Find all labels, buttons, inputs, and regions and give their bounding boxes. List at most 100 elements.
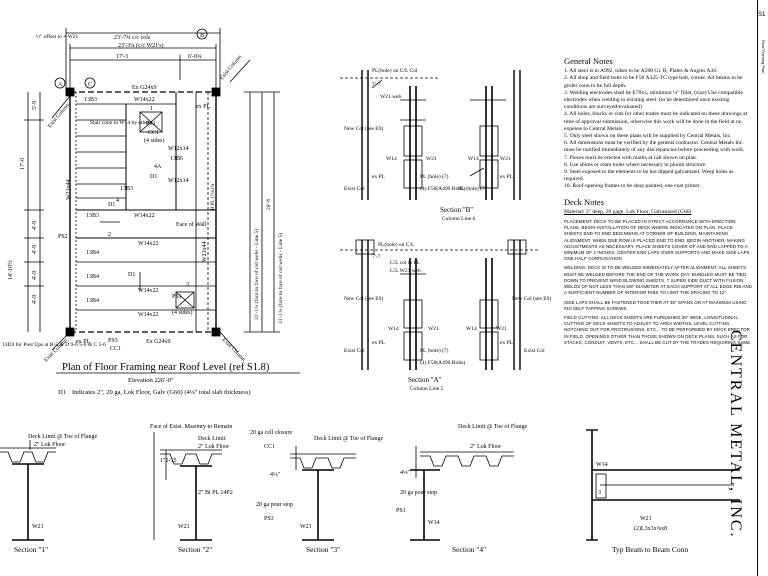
general-note-item: 1. All steel is to A992, tubes to be A50… xyxy=(564,68,718,75)
dim-w21: 23'-3¼ (c/c W21's) xyxy=(118,42,164,49)
general-note-item: 4. All holes, blocks or cuts for other t… xyxy=(564,111,748,132)
section-mark-3: 3 xyxy=(186,282,189,288)
face-of-wall: Face of Wall xyxy=(176,221,207,228)
section-b-note: W21 xyxy=(426,156,437,162)
dim-offset: ½" offset to ≡ W21 xyxy=(36,33,79,40)
stair-note: Stair conn to W14 by others xyxy=(90,120,152,126)
beam-w14-4: W14x22 xyxy=(138,288,159,294)
four-sides-note-2: (4 sides) xyxy=(172,309,193,316)
section-b-note: W21 web xyxy=(380,94,401,100)
section-b-note: (4) F50(A490 Bolts) xyxy=(420,185,465,192)
beam-top: Ex G24x9 xyxy=(132,85,157,91)
sheet-job: Roof Framing Plan xyxy=(761,40,766,74)
beam-13b4: 13B4 xyxy=(86,250,99,256)
section-mark-1: 1 xyxy=(150,106,153,112)
general-note-item: 2. All shop and field bolts to be F50 A3… xyxy=(564,75,743,89)
section-5-note: W21 xyxy=(640,516,652,522)
dim-right: 6'-0¼ xyxy=(188,54,202,60)
section-4-note: W14 xyxy=(428,520,440,526)
general-note-item: 9. Steel exposed to the elements to be h… xyxy=(564,169,734,183)
section-3-note: 4⅛" xyxy=(270,472,281,478)
section-a-note: PL (hole) (7) xyxy=(420,347,449,354)
section-3-note: 20 ga pour stop xyxy=(256,502,293,508)
pour-stop-ps1-b: PS1 xyxy=(172,294,182,300)
section-b-note: PL (hole) (7) xyxy=(458,185,487,192)
beam-w21-right: W21x44 xyxy=(202,241,208,262)
section-a-note: W21 xyxy=(428,326,439,332)
beam-13b4-c: 13B4 xyxy=(86,298,99,304)
deck-notes-title: Deck Notes xyxy=(564,196,604,207)
section-3-note: W21 xyxy=(300,524,312,530)
section-b-note: PL(hole) on C/L Col xyxy=(372,67,418,74)
beam-w14-2: W14x22 xyxy=(134,213,155,219)
sheet-number: S1 xyxy=(758,12,766,18)
beam-w21-left: W21x44 xyxy=(66,179,72,200)
grid-c: C xyxy=(88,82,92,88)
section-a-note: W14 xyxy=(466,326,477,332)
general-note-item: 7. Pieces must be erected with marks at … xyxy=(564,154,698,161)
legend-tag: D1 xyxy=(58,389,66,396)
grid-b: B xyxy=(200,33,204,39)
dim-v6: 17'-0 xyxy=(20,158,26,170)
section-1-note: Deck Limit @ Toe of Flange xyxy=(28,433,97,440)
section-b-detail xyxy=(340,70,521,200)
section-2-note: 1"2-15 xyxy=(160,458,176,464)
exist-column-4: Exist Column xyxy=(221,337,247,363)
section-b-note: W14 xyxy=(386,156,397,162)
section-4-note: Deck Limit @ Toe of Flange xyxy=(458,423,527,430)
deck-note-placement: PLACEMENT: DECK TO BE PLACED IN STRICT A… xyxy=(564,219,750,262)
beam-bot: Ex G24x9 xyxy=(146,339,171,345)
section-b-note: ex PL xyxy=(372,174,386,180)
section-a-note: W14 xyxy=(388,326,399,332)
deck-material: Material: 2" deep, 20 gage, Lok Floor, G… xyxy=(564,208,692,215)
section-5-note: (2)L3x3x⅜x8 xyxy=(634,525,667,532)
general-note-item: 6. All dimensions must be verified by th… xyxy=(564,140,745,154)
exist-plate-2: ex PL xyxy=(196,104,211,110)
beam-w12-b: W12x14 xyxy=(168,178,189,184)
beam-w14-3: W14x22 xyxy=(138,241,159,247)
section-mark-2: 2 xyxy=(108,232,111,238)
general-note-item: 5. Only steel shown on these plans will … xyxy=(564,133,732,140)
section-2-note: 2" Lok Floor xyxy=(198,444,229,450)
dim-right-v1: 31'-1¾ (face to face of col webs - Line … xyxy=(253,229,260,320)
section-b-note: W21 xyxy=(500,156,511,162)
section-2-title: Section "2" xyxy=(178,545,212,554)
floor-framing-plan xyxy=(24,28,300,374)
dim-v1: 5'-9 xyxy=(32,101,38,110)
section-2-note: Face of Exist. Masonry to Remain xyxy=(150,423,232,430)
section-5-title: Typ Beam to Beam Conn xyxy=(612,545,688,554)
section-b-note: Exist Col xyxy=(344,186,365,192)
section-5-note: W14 xyxy=(596,462,608,468)
general-notes-list: 1. All steel is to A992, tubes to be A50… xyxy=(564,68,752,190)
general-note-item: 10. Roof opening frames to be shop paint… xyxy=(564,183,701,190)
section-b-title: Section "B" xyxy=(440,206,473,214)
dim-v4: 4'-9 xyxy=(32,271,38,280)
four-sides-note: (4 sides) xyxy=(144,137,165,144)
exist-plate: ex PL xyxy=(76,339,91,345)
section-a-note: 7'-7 xyxy=(372,254,381,260)
section-2-note: Deck Limit xyxy=(198,436,226,442)
section-a-note: ex PL xyxy=(500,340,514,346)
beam-w14-1: W14x22 xyxy=(134,97,155,103)
section-a-note: ex PL xyxy=(372,340,386,346)
section-3-note: 20 ga cell closure xyxy=(250,430,292,436)
section-b-note: ex PL xyxy=(500,174,514,180)
section-3-title: Section "3" xyxy=(306,545,340,554)
section-1-note: W21 xyxy=(32,524,44,530)
section-a-note: C/L W21 web xyxy=(390,268,421,274)
section-b-note: PL (hole) (7) xyxy=(420,173,449,180)
title-block xyxy=(757,0,768,576)
deck-d1: D1 xyxy=(108,202,115,208)
section-a-note: Exist Col xyxy=(344,348,365,354)
general-note-item: 8. Use shims or ream holes where necessa… xyxy=(564,161,707,168)
deck-note-welding: WELDING: DECK IS TO BE WELDED IMMEDIATEL… xyxy=(564,265,753,296)
dim-right-v2: 28'-6 xyxy=(266,199,272,210)
post-up-note: 13D3 for Post Ups at B-5 & D 9-6 5-6 & C… xyxy=(2,341,106,348)
pour-stop-ps1: PS1 xyxy=(146,121,156,127)
general-note-item: 3. Welding electrodes shall be E70xx, mi… xyxy=(564,89,743,111)
section-a-note: New Col (see E9) xyxy=(512,295,551,302)
cell-closure-cc1-b: CC1 xyxy=(110,346,121,352)
dim-v5: 4'-9 xyxy=(32,295,38,304)
section-a-note: W21 xyxy=(496,326,507,332)
exist-column-1: Exist Column xyxy=(47,102,71,129)
